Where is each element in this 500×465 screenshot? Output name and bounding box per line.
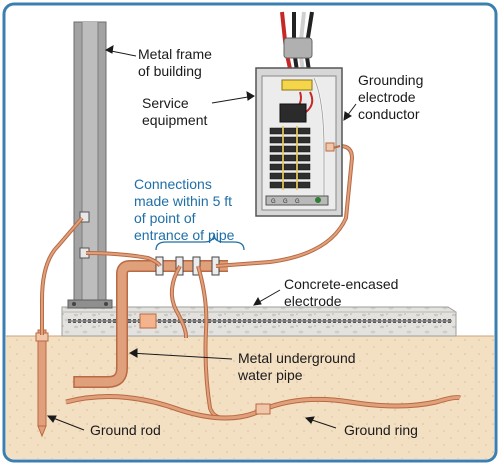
label-ground-rod: Ground rod: [90, 422, 161, 438]
ground-terminal-label: G: [283, 199, 288, 205]
label-connections: Connections made within 5 ft of point of…: [134, 176, 235, 243]
ground-terminal-labels: G G G: [271, 199, 300, 205]
ground-bar-screw: [315, 197, 321, 203]
column-web: [82, 22, 98, 308]
branch-breakers: [269, 127, 311, 189]
anchor-bolt: [72, 302, 76, 306]
label-ground-ring: Ground ring: [344, 422, 418, 438]
label-service-equipment: Service equipment: [142, 95, 208, 128]
cable-connector: [283, 37, 313, 59]
panel-ground-lug: [325, 142, 335, 152]
column-base-plate: [67, 299, 113, 309]
pipe-coupling: [139, 313, 157, 329]
ground-bar: [265, 195, 329, 206]
ground-terminal-label: G: [271, 199, 276, 205]
ground-terminal-label: G: [295, 199, 300, 205]
column-clamp: [79, 211, 90, 223]
label-metal-frame: Metal frame of building: [138, 46, 212, 79]
label-grounding-electrode-conductor: Grounding electrode conductor: [358, 72, 424, 122]
anchor-bolt: [104, 302, 108, 306]
ground-rod: [37, 329, 47, 427]
ground-rod-tip: [37, 425, 47, 438]
main-lugs: [281, 79, 313, 91]
main-breaker: [279, 103, 307, 123]
label-water-pipe: Metal underground water pipe: [238, 350, 356, 383]
breaker-bus-bars: [282, 126, 298, 190]
ground-ring-clamp: [255, 403, 271, 415]
leader-lines: [46, 45, 357, 431]
label-concrete-encased-electrode: Concrete-encased electrode: [284, 276, 399, 309]
connections-bracket: [155, 233, 245, 251]
